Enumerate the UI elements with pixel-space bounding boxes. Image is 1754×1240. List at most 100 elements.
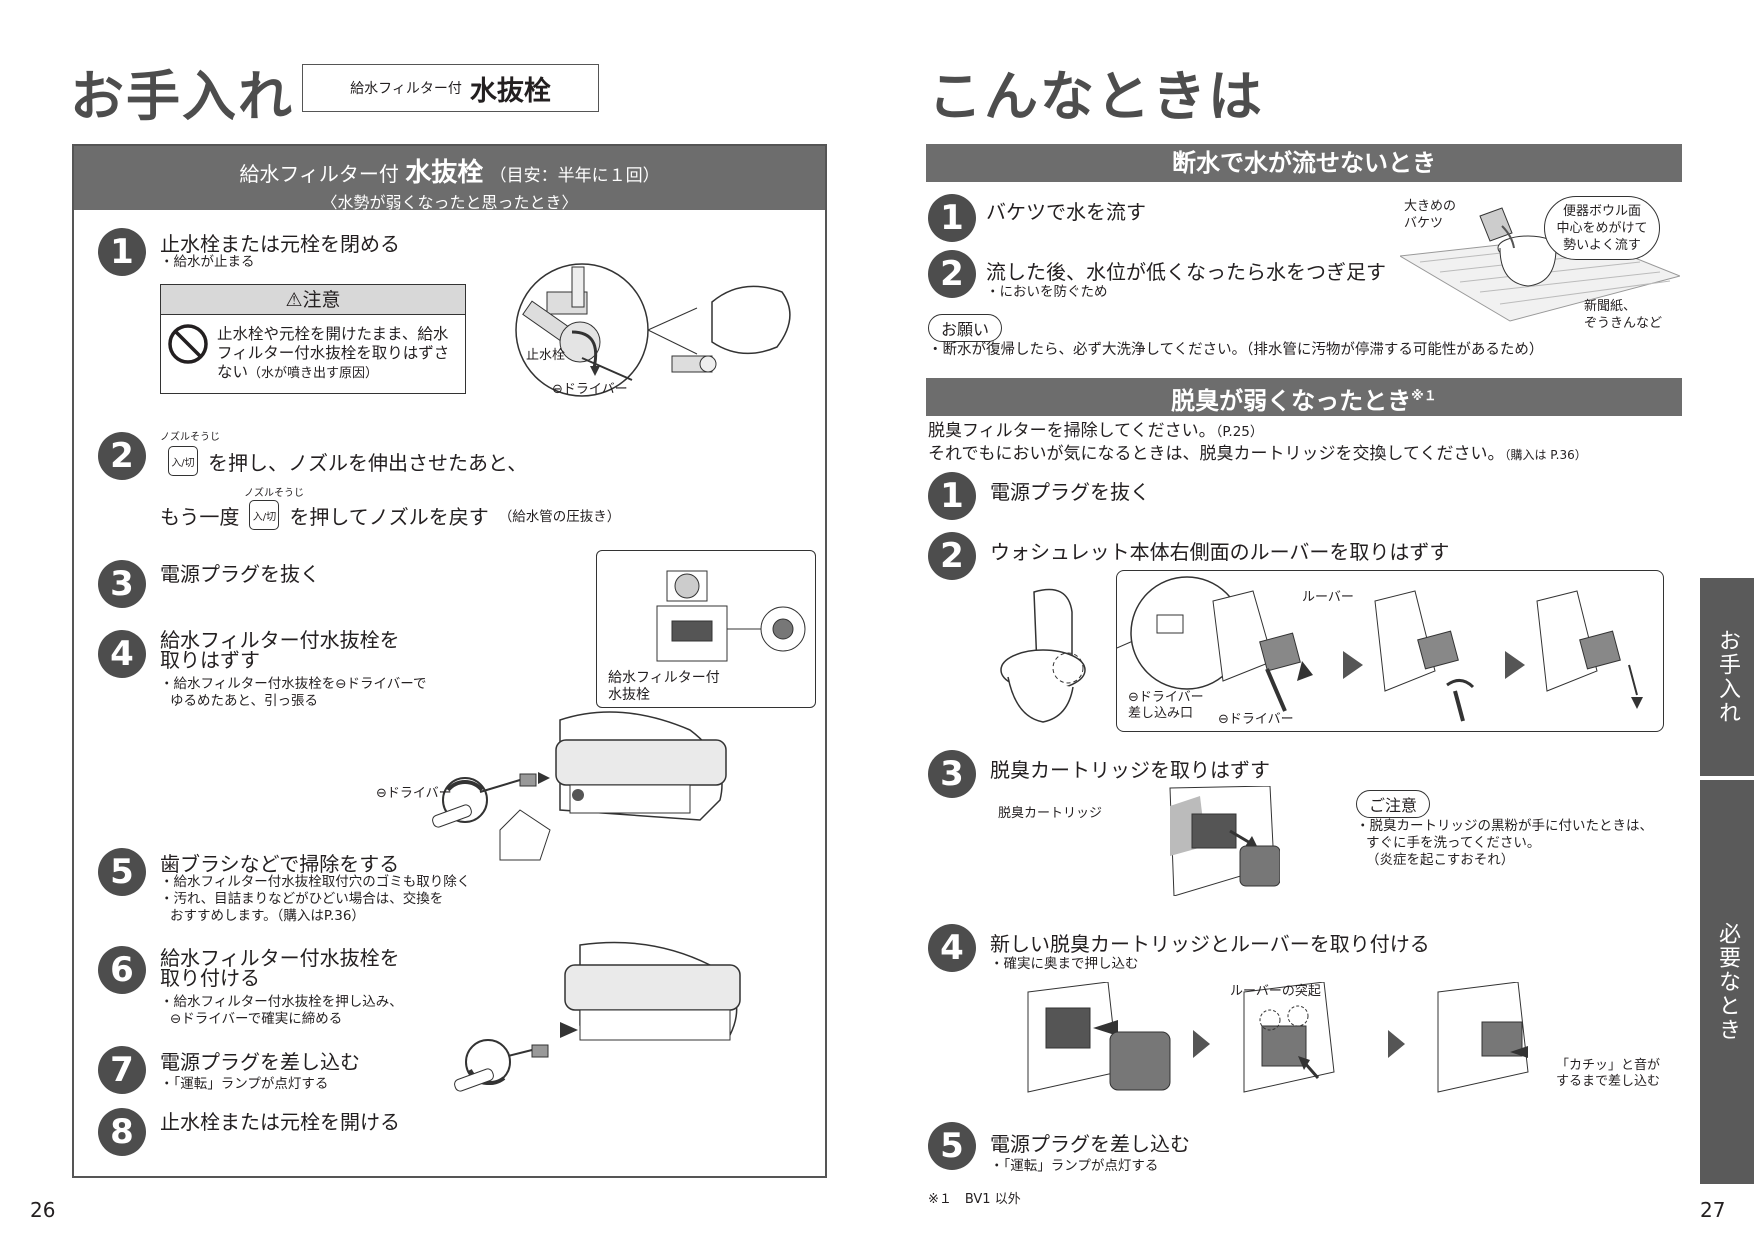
section-bar-deodorizer: 脱臭が弱くなったとき※１ <box>926 378 1682 416</box>
step1-note: ・給水が止まる <box>160 254 255 270</box>
s2-intro-2a: それでもにおいが気になるときは、脱臭カートリッジを交換してください。 <box>928 444 1505 464</box>
s1-fig-bucket-1: 大きめの <box>1404 199 1457 214</box>
step1-title: 止水栓または元栓を閉める <box>160 232 400 256</box>
page-title-right: こんなときは <box>928 65 1264 128</box>
page-number-left: 26 <box>30 1198 56 1222</box>
page-number-right: 27 <box>1700 1198 1726 1222</box>
step5-note1: ・給水フィルター付水抜栓取付穴のゴミも取り除く <box>160 874 471 890</box>
step-number-8: 8 <box>98 1108 146 1156</box>
s1-step2-note: ・においを防ぐため <box>986 284 1108 300</box>
step7-title: 電源プラグを差し込む <box>160 1050 360 1074</box>
s1-fig-paper-1: 新聞紙、 <box>1584 299 1637 314</box>
step4-title2: 取りはずす <box>160 648 260 672</box>
side-tab-when-needed[interactable]: 必要なとき <box>1700 780 1754 1184</box>
nozzle-clean-button-icon-2: 入/切 <box>249 500 280 530</box>
s1-fig-bowl-bubble: 便器ボウル面 中心をめがけて 勢いよく流す <box>1544 196 1660 260</box>
s1-step-number-2: 2 <box>928 250 976 298</box>
footnote: ※１ BV1 以外 <box>928 1192 1021 1207</box>
step7-note: ・「運転」ランプが点灯する <box>160 1076 329 1092</box>
step4-title1: 給水フィルター付水抜栓を <box>160 628 400 652</box>
panel-head-freq: （目安：半年に１回） <box>489 166 660 186</box>
s2-intro-1a: 脱臭フィルターを掃除してください。 <box>928 421 1216 441</box>
valve-detail-box <box>596 550 816 708</box>
step6-note1: ・給水フィルター付水抜栓を押し込み、 <box>160 994 403 1010</box>
s2-intro-2b: （購入は P.36） <box>1504 448 1587 462</box>
step6-title2: 取り付ける <box>160 966 260 990</box>
panel-head-small: 給水フィルター付 <box>239 162 399 186</box>
louver-removal-figure <box>1116 570 1664 732</box>
s1-fig-bowl-1: 便器ボウル面 <box>1562 204 1641 219</box>
s2-step5-note: ・「運転」ランプが点灯する <box>990 1158 1159 1174</box>
caution-line3a: ない <box>217 363 249 381</box>
s2-fig4-protrusion-label: ルーバーの突起 <box>1230 984 1321 999</box>
install-valve-illustration <box>440 940 770 1120</box>
panel-head-sub: 〈水勢が弱くなったと思ったとき〉 <box>321 193 578 212</box>
step2-ruby-2: ノズルそうじ <box>244 488 304 499</box>
s2-step-number-4: 4 <box>928 924 976 972</box>
step2-line2b: を押してノズルを戻す <box>289 504 489 529</box>
remove-valve-illustration <box>370 700 770 880</box>
side-tab-maintenance[interactable]: お手入れ <box>1700 578 1754 776</box>
s2-fig3-label: 脱臭カートリッジ <box>998 806 1103 821</box>
step3-title: 電源プラグを抜く <box>160 562 320 586</box>
section-bar-water-outage: 断水で水が流せないとき <box>926 144 1682 182</box>
step5-note3: おすすめします。（購入はP.36） <box>170 908 365 924</box>
s2-fig4-click-1: 「カチッ」と音が <box>1556 1058 1661 1073</box>
step2-ruby-1: ノズルそうじ <box>160 432 220 443</box>
subtitle-small: 給水フィルター付 <box>350 81 462 97</box>
s1-step-number-1: 1 <box>928 194 976 242</box>
s2-step3-title: 脱臭カートリッジを取りはずす <box>990 758 1270 782</box>
caution-head: ⚠注意 <box>161 285 465 315</box>
step5-title: 歯ブラシなどで掃除をする <box>160 852 400 876</box>
label-valve-2: 水抜栓 <box>608 687 650 703</box>
gochui-line-3: （炎症を起こすおそれ） <box>1366 852 1515 868</box>
maintenance-panel <box>72 144 827 1178</box>
step-number-6: 6 <box>98 946 146 994</box>
s1-fig-bowl-2: 中心をめがけて <box>1556 221 1648 236</box>
s2-fig2-insert-2: 差し込み口 <box>1128 706 1194 721</box>
s2-step-number-2: 2 <box>928 532 976 580</box>
stop-valve-illustration <box>512 262 812 402</box>
s1-fig-bowl-3: 勢いよく流す <box>1563 238 1641 253</box>
section2-title: 脱臭が弱くなったとき <box>1171 387 1412 415</box>
s1-fig-bucket-2: バケツ <box>1404 216 1444 231</box>
label-shisuisen: 止水栓 <box>526 348 566 363</box>
onegai-text: ・断水が復帰したら、必ず大洗浄してください。（排水管に汚物が停滞する可能性がある… <box>928 342 1544 358</box>
label-driver-1: ⊖ドライバー <box>552 382 628 397</box>
s2-step1-title: 電源プラグを抜く <box>990 480 1150 504</box>
label-driver-2: ⊖ドライバー <box>376 786 452 801</box>
step6-note2: ⊖ドライバーで確実に締める <box>170 1011 343 1027</box>
s2-step4-title: 新しい脱臭カートリッジとルーバーを取り付ける <box>990 932 1430 956</box>
step4-note1: ・給水フィルター付水抜栓を⊖ドライバーで <box>160 676 427 692</box>
nozzle-clean-button-icon: 入/切 <box>168 446 198 476</box>
gochui-line-1: ・脱臭カートリッジの黒粉が手に付いたときは、 <box>1356 818 1653 834</box>
s1-fig-paper-2: ぞうきんなど <box>1584 316 1663 331</box>
step-number-5: 5 <box>98 848 146 896</box>
step2-line1: を押し、ノズルを伸出させたあと、 <box>208 450 528 475</box>
s2-step-number-5: 5 <box>928 1122 976 1170</box>
gochui-line-2: すぐに手を洗ってください。 <box>1366 835 1541 851</box>
subtitle-large: 水抜栓 <box>469 75 551 107</box>
title-subtitle-box: 給水フィルター付 水抜栓 <box>302 64 599 112</box>
s2-step-number-3: 3 <box>928 750 976 798</box>
step5-note2: ・汚れ、目詰まりなどがひどい場合は、交換を <box>160 891 444 907</box>
caution-line3b: （水が噴き出す原因） <box>248 366 379 381</box>
s2-fig2-insert-1: ⊖ドライバー <box>1128 690 1204 705</box>
step4-note2: ゆるめたあと、引っ張る <box>170 693 318 709</box>
s1-step1-title: バケツで水を流す <box>986 200 1146 224</box>
caution-line2: フィルター付水抜栓を取りはずさ <box>217 344 450 362</box>
step2-line2c: （給水管の圧抜き） <box>498 509 621 525</box>
step-number-4: 4 <box>98 630 146 678</box>
s2-step2-title: ウォシュレット本体右側面のルーバーを取りはずす <box>990 540 1450 564</box>
s2-fig4-click-2: するまで差し込む <box>1556 1074 1661 1089</box>
onegai-badge: お願い <box>928 314 1003 342</box>
panel-head-large: 水抜栓 <box>405 158 484 188</box>
toilet-illustration <box>998 582 1108 732</box>
page-title-left: お手入れ <box>70 65 294 128</box>
s2-step4-note: ・確実に奥まで押し込む <box>990 956 1139 972</box>
step6-title1: 給水フィルター付水抜栓を <box>160 946 400 970</box>
step-number-7: 7 <box>98 1046 146 1094</box>
section2-sup: ※１ <box>1411 389 1437 404</box>
s1-step2-title: 流した後、水位が低くなったら水をつぎ足す <box>986 260 1386 284</box>
step-number-1: 1 <box>98 228 146 276</box>
